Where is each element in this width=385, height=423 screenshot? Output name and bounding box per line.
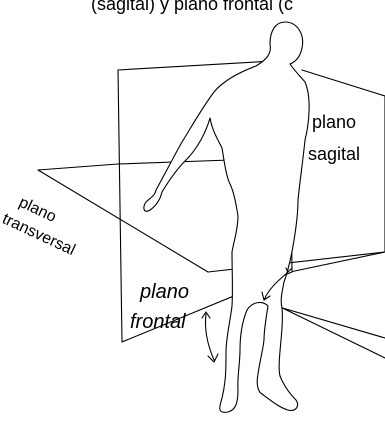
sagital-plane-lower-edge <box>266 300 385 358</box>
label-frontal-line2: frontal <box>130 311 186 333</box>
label-sagital-line2: sagital <box>308 144 360 164</box>
cropped-caption: (sagital) y plano frontal (c <box>91 0 293 14</box>
label-sagital-line1: plano <box>312 112 356 132</box>
rotation-arrow-leg <box>205 314 214 360</box>
label-frontal-line1: plano <box>139 281 189 303</box>
